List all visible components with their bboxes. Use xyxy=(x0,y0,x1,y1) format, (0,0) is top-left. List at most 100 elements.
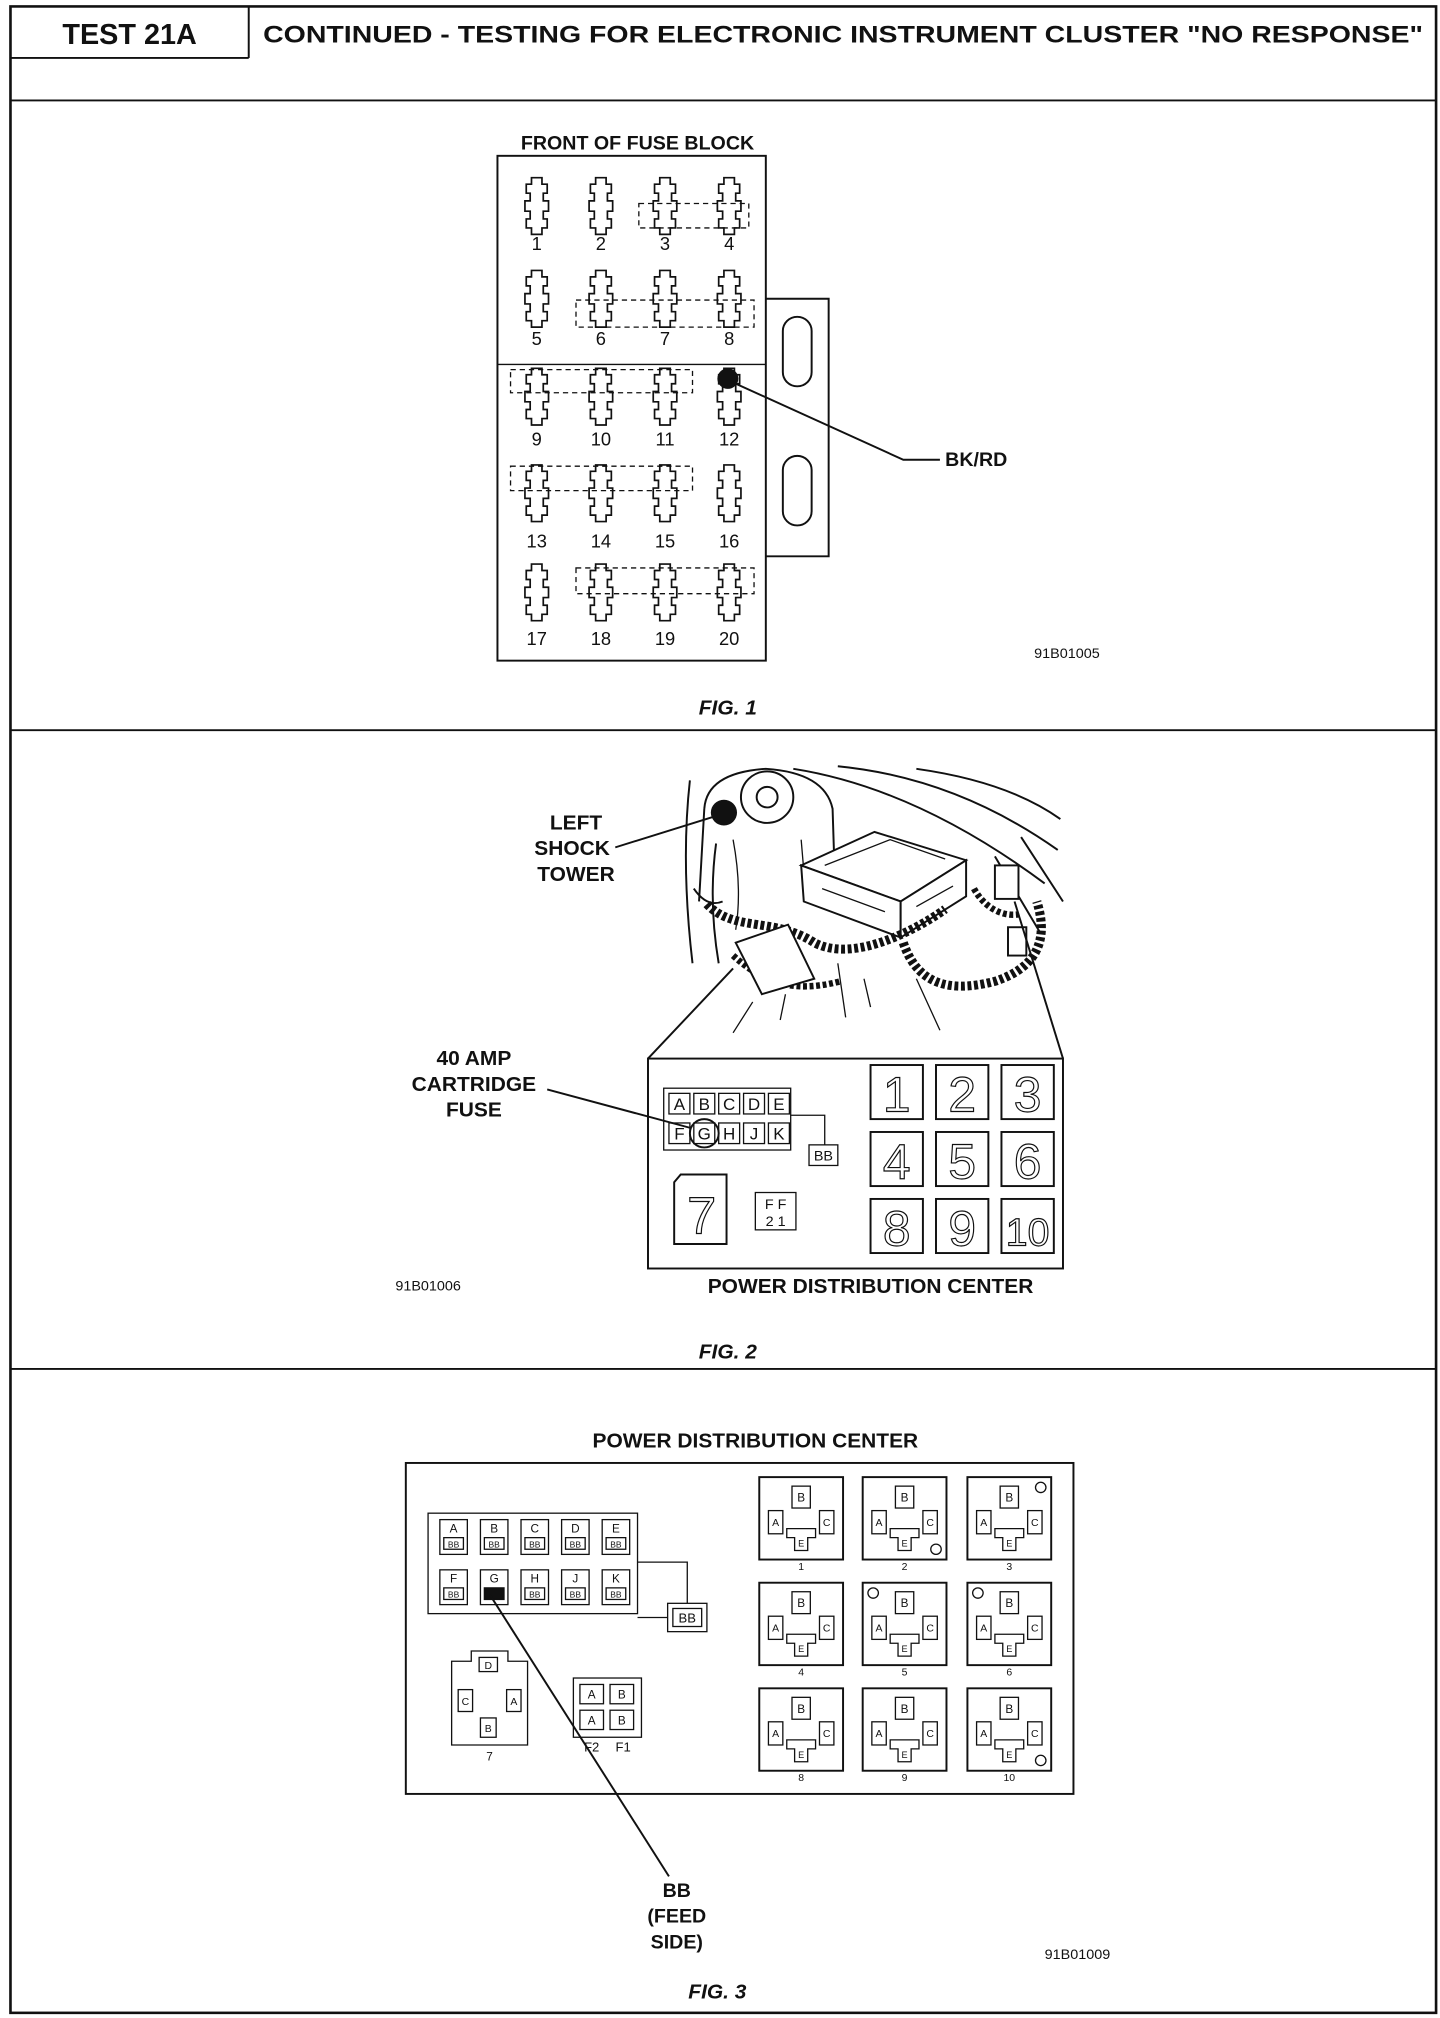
cartridge-fuse-j-label: J xyxy=(572,1573,578,1586)
slot-7-pin-left xyxy=(457,1688,474,1713)
slot-7-pin-top xyxy=(478,1656,499,1673)
feed-side-leader-line xyxy=(488,1593,670,1877)
drawing-code: 91B01009 xyxy=(1045,1947,1111,1963)
fuse-4-cavity xyxy=(716,176,742,236)
shock-tower-label-line-1: LEFT xyxy=(550,811,603,834)
engine-brackets xyxy=(732,864,1028,1034)
shock-tower xyxy=(698,767,837,930)
relay-pin-right xyxy=(922,1615,938,1641)
ff-fuse-box xyxy=(754,1191,797,1231)
bk-rd-leader-line xyxy=(732,381,940,461)
relay-pin-right xyxy=(922,1721,938,1746)
relay-pin-top-label: B xyxy=(901,1597,909,1610)
cartridge-fuse-k-slot xyxy=(767,1122,791,1145)
cartridge-fuse-a-label: A xyxy=(674,1095,686,1114)
cartridge-fuse-d-label: D xyxy=(571,1523,580,1536)
relay-pin-left-label: A xyxy=(772,1624,779,1635)
relay-number-9: 9 xyxy=(902,1773,908,1784)
relay-pin-left xyxy=(767,1721,784,1746)
cartridge-fuse-c-slot xyxy=(718,1092,741,1115)
cartridge-fuse-f-terminal-label: BB xyxy=(448,1590,460,1600)
relay-locator-hole xyxy=(1034,1754,1047,1767)
relay-pin-left xyxy=(767,1509,784,1535)
cartridge-fuse-d-label: D xyxy=(748,1095,760,1114)
slot-7-pin-bottom-label: B xyxy=(485,1724,492,1735)
relay-cavity-4 xyxy=(869,1131,924,1188)
test-point-dot xyxy=(717,368,739,389)
cartridge-fuse-g-slot xyxy=(479,1569,509,1606)
cartridge-fuse-a-slot xyxy=(668,1092,691,1115)
fuse-15-cavity xyxy=(652,464,678,523)
fuse-number-5: 5 xyxy=(532,329,542,349)
relay-5-outline xyxy=(861,1581,948,1667)
relay-pin-center xyxy=(994,1527,1025,1552)
relay-pin-left xyxy=(975,1509,992,1535)
relay-pin-center xyxy=(994,1633,1025,1657)
cartridge-fuse-k-slot xyxy=(601,1569,631,1606)
relay-pin-center-label: E xyxy=(902,1644,908,1654)
fuse-number-8: 8 xyxy=(724,329,734,349)
relay-pin-center xyxy=(786,1633,817,1657)
cartridge-fuse-h-terminal-label: BB xyxy=(529,1590,541,1600)
cartridge-fuse-bank xyxy=(663,1087,792,1151)
bb-terminal-label: BB xyxy=(814,1148,833,1164)
fuse-block-outline xyxy=(496,154,767,662)
cartridge-fuse-d-slot xyxy=(742,1092,766,1115)
feed-callout-line-2: (FEED xyxy=(647,1906,706,1928)
relay-cavity-10 xyxy=(1000,1197,1055,1255)
cartridge-fuse-f-label: F xyxy=(450,1573,457,1586)
relay-pin-center-label: E xyxy=(1006,1750,1012,1760)
fuse-bus-bar xyxy=(509,368,694,394)
fuse-block-heading: FRONT OF FUSE BLOCK xyxy=(521,133,754,155)
relay-locator-hole xyxy=(972,1587,984,1599)
fuse-bus-bar xyxy=(575,299,755,328)
relay-pin-top xyxy=(894,1696,915,1720)
feed-callout-line-3: SIDE) xyxy=(651,1932,703,1954)
fuse-bus-bar xyxy=(638,202,750,229)
fuse-14-cavity xyxy=(588,464,614,523)
figure-caption: FIG. 2 xyxy=(699,1341,758,1364)
relay-1-outline xyxy=(758,1476,845,1561)
relay-pin-right-label: C xyxy=(823,1518,831,1529)
relay-pin-left-label: A xyxy=(772,1729,779,1740)
fuse-3-cavity xyxy=(652,176,678,236)
cartridge-fuse-f-slot xyxy=(439,1569,468,1606)
mounting-slot-upper xyxy=(781,315,813,388)
shock-tower-ground-dot xyxy=(710,799,738,826)
relay-pin-center xyxy=(889,1527,920,1552)
slot-7-pin-bottom xyxy=(479,1717,497,1738)
relay-pin-center xyxy=(889,1739,920,1763)
cartridge-fuse-b-label: B xyxy=(490,1523,498,1536)
fuse-1-cavity xyxy=(524,176,550,236)
cartridge-fuse-e-label: E xyxy=(612,1523,620,1536)
fuse-10-cavity xyxy=(588,367,614,426)
relay-pin-center xyxy=(889,1633,920,1657)
pdc-title: POWER DISTRIBUTION CENTER xyxy=(708,1275,1034,1298)
bb-feed-line xyxy=(790,1114,826,1145)
relay-pin-right-label: C xyxy=(1031,1624,1039,1635)
slot-7-outline xyxy=(450,1650,529,1746)
cartridge-fuse-b-terminal xyxy=(483,1537,505,1550)
relay-number-5: 5 xyxy=(902,1668,908,1679)
fuse-number-20: 20 xyxy=(719,629,739,649)
fuse-19-cavity xyxy=(652,563,678,622)
relay-number-1: 1 xyxy=(798,1562,804,1573)
relay-pin-top-label: B xyxy=(797,1492,805,1505)
fuse-number-4: 4 xyxy=(724,234,734,254)
fuse-number-6: 6 xyxy=(596,329,606,349)
relay-pin-left xyxy=(871,1615,887,1641)
slot-7-pin-right-label: A xyxy=(510,1697,517,1708)
figure-caption: FIG. 3 xyxy=(688,1981,747,2004)
engine-compartment-illustration xyxy=(684,765,1064,1034)
cartridge-fuse-h-label: H xyxy=(531,1573,540,1586)
pdc-title: POWER DISTRIBUTION CENTER xyxy=(593,1430,919,1453)
cartridge-fuse-e-slot xyxy=(767,1092,791,1115)
power-distribution-center-housing xyxy=(798,830,969,940)
cartridge-fuse-c-label: C xyxy=(531,1523,540,1536)
